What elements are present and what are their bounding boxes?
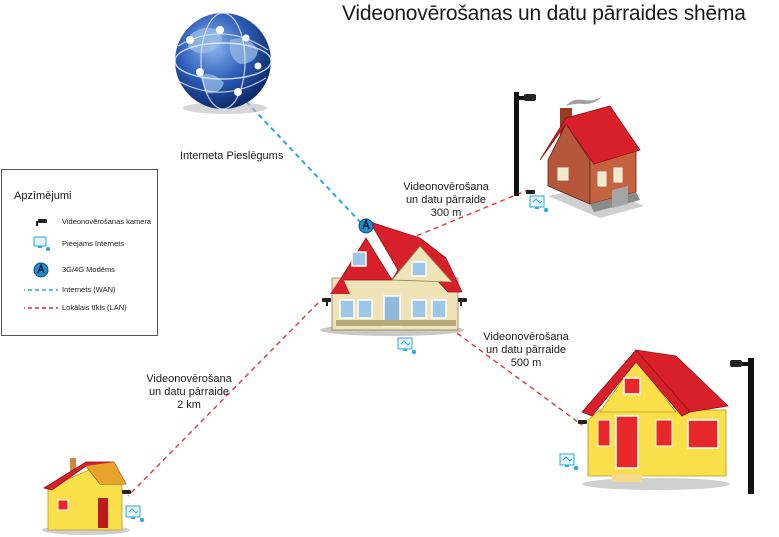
brown-house-icon	[539, 96, 644, 218]
wan-line-icon	[24, 289, 58, 291]
diagram-title: Videonovērošanas un datu pārraides shēma	[342, 2, 746, 25]
legend: Apzīmējumi Videonovērošanas kamera Pieej…	[1, 169, 158, 336]
legend-item-label: Lokālais tīkls (LAN)	[62, 303, 127, 312]
lan-link-300m	[391, 189, 529, 247]
legend-title: Apzīmējumi	[14, 190, 72, 202]
legend-item-label: Videonovērošanas kamera	[62, 217, 152, 226]
link-label-2km: Videonovērošana un datu pārraide 2 km	[139, 373, 239, 412]
monitor-icon	[125, 505, 145, 523]
camera-icon	[578, 420, 587, 424]
link-label-300m: Videonovērošana un datu pārraide 300 m	[396, 181, 496, 220]
monitor-icon	[559, 453, 579, 471]
link-label-line: Videonovērošana	[483, 331, 569, 343]
lan-line-icon	[24, 307, 58, 309]
legend-item-label: Pieejams Internets	[62, 239, 125, 248]
legend-item-internet: Pieejams Internets	[2, 236, 157, 252]
modem-icon	[33, 262, 49, 278]
link-label-line: Videonovērošana	[146, 373, 232, 385]
wan-link-label: Interneta Pieslēgums	[180, 150, 284, 162]
link-label-500m: Videonovērošana un datu pārraide 500 m	[476, 331, 576, 370]
camera-icon	[526, 190, 535, 194]
legend-item-modem: 3G/4G Modēms	[2, 262, 157, 278]
lan-link-500m	[449, 327, 583, 426]
link-label-distance: 2 km	[177, 399, 201, 411]
legend-item-lan: Lokālais tīkls (LAN)	[2, 300, 157, 316]
link-label-line: un datu pārraide	[405, 194, 487, 206]
monitor-icon	[33, 236, 50, 251]
link-label-line: un datu pārraide	[485, 344, 567, 356]
modem-icon	[358, 218, 374, 234]
yellow-house-icon	[581, 349, 730, 490]
link-label-distance: 500 m	[510, 357, 542, 369]
camera-icon	[36, 219, 47, 226]
camera-icon	[322, 298, 331, 306]
camera-icon	[122, 490, 131, 494]
camera-pole-bottom-right	[730, 358, 754, 494]
globe-icon	[174, 12, 272, 114]
camera-pole-top-right	[514, 92, 536, 196]
link-label-line: Videonovērošana	[403, 181, 489, 193]
wan-link-line	[239, 94, 363, 225]
camera-icon	[458, 298, 467, 306]
legend-item-label: Internets (WAN)	[62, 285, 116, 294]
legend-item-camera: Videonovērošanas kamera	[2, 214, 157, 230]
legend-item-wan: Internets (WAN)	[2, 282, 157, 298]
lan-link-2km	[127, 302, 319, 497]
main-house-icon	[320, 221, 464, 336]
monitor-icon	[529, 195, 549, 213]
link-label-line: un datu pārraide	[148, 386, 230, 398]
link-label-distance: 300 m	[430, 207, 462, 219]
legend-item-label: 3G/4G Modēms	[62, 265, 115, 274]
monitor-icon	[397, 337, 417, 355]
small-yellow-house-icon	[42, 458, 130, 535]
